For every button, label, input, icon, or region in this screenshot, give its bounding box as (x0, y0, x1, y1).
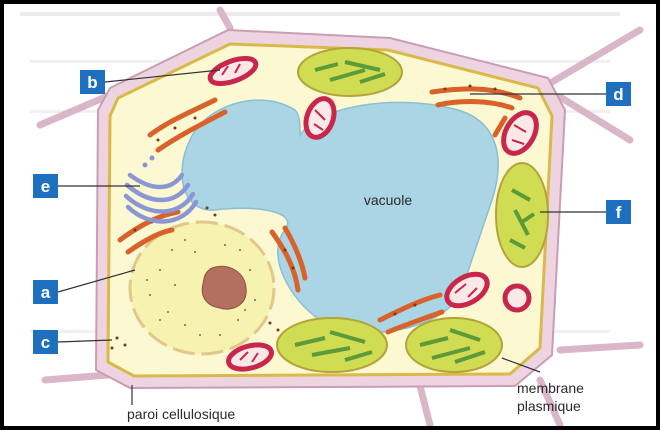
chloroplast (277, 318, 387, 372)
chloroplast (298, 48, 402, 96)
mitochondrion (505, 286, 529, 310)
membrane-label-line1: membrane (517, 380, 584, 396)
badge-c-letter: c (41, 333, 50, 352)
cell-wall-label: paroi cellulosique (127, 406, 235, 422)
chloroplast (496, 163, 548, 267)
badge-a-letter: a (41, 283, 51, 302)
callout-b: b (80, 70, 105, 94)
callout-f: f (606, 200, 631, 224)
badge-d-letter: d (613, 85, 623, 104)
callout-d: d (606, 82, 631, 106)
callout-e: e (33, 174, 58, 198)
callout-c: c (33, 330, 58, 354)
callout-a: a (33, 280, 58, 304)
chloroplast (406, 318, 502, 372)
badge-b-letter: b (87, 73, 97, 92)
vacuole-label: vacuole (364, 192, 412, 208)
membrane-label-line2: plasmique (517, 398, 581, 414)
badge-f-letter: f (616, 203, 622, 222)
badge-e-letter: e (41, 177, 50, 196)
